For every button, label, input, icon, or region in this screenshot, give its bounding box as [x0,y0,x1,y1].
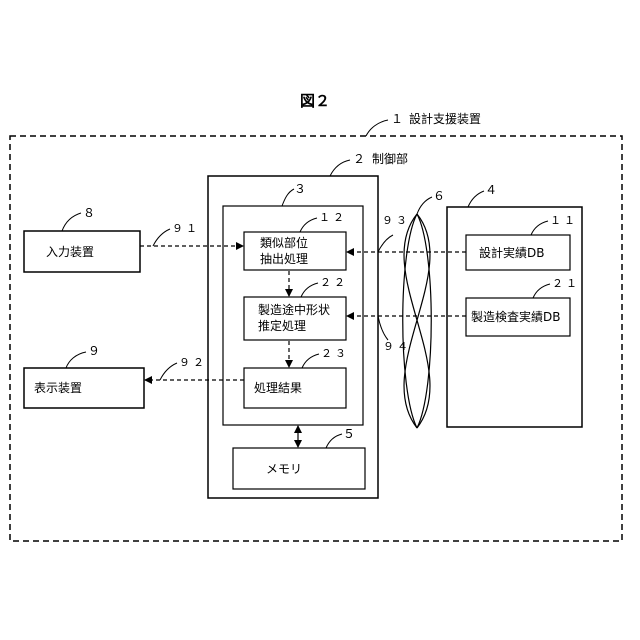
signal-94: ９４ [383,341,411,353]
memory-label: メモリ [266,462,302,477]
shape-estimate-line1: 製造途中形状 [258,303,330,318]
leader-1 [366,120,388,136]
design-db-label: 設計実績DB [479,246,544,261]
leader-12 [300,218,317,232]
display-device-label: 表示装置 [34,381,82,396]
inspection-db-label: 製造検査実績DB [471,310,560,325]
leader-9 [66,352,86,368]
leader-11 [531,221,548,235]
result-label: 処理結果 [254,381,302,396]
shape-estimate-number: ２２ [320,277,348,289]
leader-8 [62,213,81,231]
signal-92: ９２ [179,357,207,369]
shape-estimate-line2: 推定処理 [258,319,306,334]
leader-93 [378,235,393,252]
result-number: ２３ [321,348,349,360]
similar-part-line1: 類似部位 [260,236,308,251]
similar-part-number: １２ [319,212,347,224]
leader-23 [302,354,319,368]
controller-label: 制御部 [372,152,408,166]
leader-3 [282,189,294,206]
design-db-number: １１ [550,215,578,227]
device-boundary [10,136,622,541]
network-number: ６ [433,189,445,203]
controller-number: ２ [353,152,365,166]
device-label: 設計支援装置 [409,112,481,126]
leader-4 [468,191,484,207]
input-number: ８ [83,206,95,220]
device-number: １ [391,112,403,126]
leader-6 [417,197,432,214]
input-device-label: 入力装置 [46,245,94,260]
signal-93: ９３ [382,215,410,227]
signal-91: ９１ [172,223,200,235]
figure-title: 図２ [300,92,330,110]
db-group-number: ４ [485,183,497,197]
leader-22 [301,283,318,297]
processor-number: ３ [294,182,306,196]
display-number: ９ [88,344,100,358]
network-loop [403,214,432,428]
leader-91 [153,229,170,246]
inspection-db-number: ２１ [552,278,580,290]
leader-2 [330,160,350,176]
memory-number: ５ [343,427,355,441]
leader-92 [160,363,177,380]
leader-21 [533,284,550,298]
similar-part-line2: 抽出処理 [260,252,308,267]
leader-5 [326,434,342,448]
leader-94 [378,316,388,340]
